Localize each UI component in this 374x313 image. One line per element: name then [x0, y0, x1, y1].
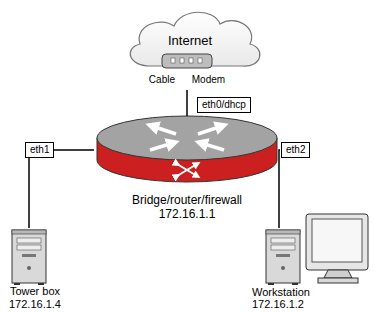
server-node: Tower box172.16.1.4 — [2, 228, 68, 312]
ip-address: 172.16.1.2 — [248, 298, 372, 311]
network-cable — [279, 150, 280, 228]
workstation-node: Workstation172.16.1.2 — [248, 228, 372, 312]
node-label: Internet — [118, 33, 262, 48]
port-label: eth1 — [25, 142, 54, 158]
ip-address: 172.16.1.1 — [94, 207, 280, 221]
tower-computer — [12, 230, 46, 285]
node-title: Tower box — [2, 285, 68, 298]
workstation-tower — [266, 230, 300, 285]
modem-node: Cable Modem — [138, 52, 236, 90]
node-title: Workstation — [248, 286, 372, 299]
network-cable — [186, 90, 188, 116]
router-cylinder — [97, 116, 277, 182]
ip-address: 172.16.1.4 — [2, 298, 68, 311]
network-cable — [29, 150, 94, 228]
port-label: eth0/dhcp — [197, 97, 251, 113]
cloud-node: Internet — [118, 2, 262, 74]
port-label: eth2 — [281, 142, 310, 158]
node-title: Bridge/router/firewall — [94, 193, 280, 207]
monitor — [306, 214, 368, 283]
router-node: Bridge/router/firewall172.16.1.1 — [94, 116, 280, 228]
modem-icon — [162, 54, 212, 68]
node-label: Cable Modem — [138, 74, 236, 86]
